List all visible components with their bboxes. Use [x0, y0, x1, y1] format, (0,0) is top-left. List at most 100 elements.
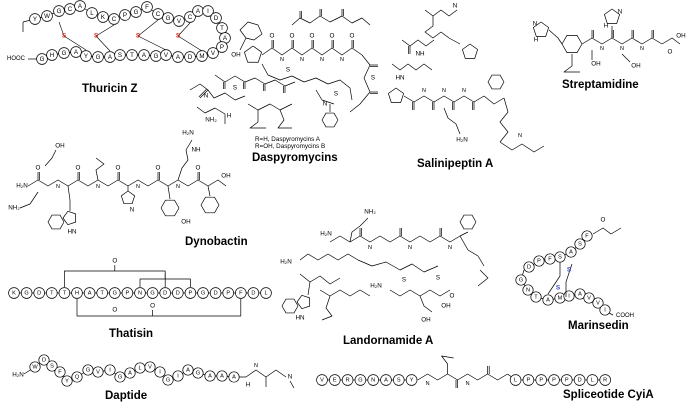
- residue-letter: L: [264, 290, 267, 296]
- residue-letter: F: [548, 256, 552, 262]
- asparagine-amine: H₂N: [280, 259, 292, 266]
- residue-bead: S: [574, 238, 586, 250]
- bond: [67, 185, 71, 211]
- residue-letter: S: [558, 254, 562, 260]
- n-terminus-amine: NH₂: [205, 117, 217, 124]
- ring-nitrogen: N: [618, 9, 623, 16]
- amide-amine: NH₂: [8, 205, 20, 212]
- residue-circle: [222, 287, 234, 299]
- residue-bead: G: [92, 51, 104, 63]
- residue-bead: I: [563, 290, 575, 302]
- residue-circle: [61, 375, 73, 387]
- bond-chain: [499, 97, 509, 143]
- guanidine-nh: NH: [191, 147, 201, 154]
- residue-letter: L: [138, 365, 141, 371]
- residue-letter: P: [539, 377, 543, 383]
- residue-letter: G: [150, 290, 154, 296]
- residue-letter: G: [166, 15, 171, 22]
- residue-bead: G: [515, 274, 527, 286]
- residue-bead: D: [172, 287, 184, 299]
- residue-letter: A: [578, 291, 582, 297]
- residue-bead: G: [36, 53, 48, 65]
- bond: [44, 149, 57, 167]
- bond-chain: [315, 89, 335, 105]
- carboxyl-oh: OH: [221, 173, 231, 180]
- sulfur-atom: S: [62, 33, 67, 40]
- bond: [621, 53, 631, 63]
- carbonyl-oxygen: O: [76, 165, 81, 172]
- leucine-chain: [563, 54, 580, 73]
- mid-backbone: [299, 253, 359, 261]
- residue-letter: G: [134, 9, 139, 16]
- residue-letter: M: [558, 295, 563, 301]
- thioether-sulfur: S: [436, 275, 440, 282]
- residue-letter: G: [154, 53, 159, 60]
- ring-nitrogen: N: [533, 21, 538, 28]
- valine-chain: [95, 157, 105, 181]
- residue-circle: [184, 51, 196, 63]
- bond-chain: [299, 273, 341, 285]
- thioether-sulfur: S: [371, 75, 375, 82]
- carboxyl-oxygen: O: [668, 49, 673, 56]
- residue-bead: C: [108, 13, 120, 25]
- residue-bead: P: [121, 287, 134, 299]
- residue-circle: [144, 361, 156, 373]
- residue-circle: [130, 6, 142, 18]
- residue-circle: [71, 371, 83, 383]
- residue-circle: [574, 238, 586, 250]
- residue-letter: I: [109, 367, 111, 373]
- residue-letter: Y: [33, 16, 37, 23]
- residue-circle: [146, 287, 159, 299]
- bond-chain: [499, 141, 545, 153]
- bond-chain: [548, 29, 563, 45]
- residue-bead: L: [134, 362, 146, 374]
- residue-circle: [109, 287, 121, 299]
- indole-benzene: [281, 298, 299, 314]
- amide-nitrogen: N: [340, 57, 344, 63]
- thioether-bridge: [95, 24, 115, 52]
- residue-bead: R: [599, 374, 611, 386]
- glutamine-chain: [443, 107, 461, 135]
- residue-bead: Y: [405, 374, 418, 386]
- residue-circle: [354, 374, 367, 386]
- residue-bead: T: [126, 49, 138, 61]
- imidazole-ring: [120, 190, 136, 205]
- hydroxyl: OH: [55, 143, 65, 150]
- residue-letter: W: [32, 364, 38, 370]
- streptamidine-label: Streptamidine: [562, 79, 639, 91]
- residue-circle: [341, 374, 354, 386]
- residue-letter: V: [587, 295, 591, 301]
- residue-bead: I: [104, 364, 116, 376]
- top-backbone: [329, 235, 461, 243]
- left-chain: [189, 83, 246, 101]
- residue-letter: I: [207, 8, 209, 15]
- residue-circle: [522, 284, 534, 296]
- residue-letter: P: [565, 377, 569, 383]
- residue-circle: [509, 374, 522, 386]
- residue-bead: I: [154, 366, 166, 378]
- residue-letter: I: [604, 307, 606, 313]
- guanidine-nh2: H₂N: [182, 130, 194, 137]
- residue-letter: D: [188, 54, 193, 61]
- residue-letter: D: [214, 15, 219, 22]
- residue-circle: [138, 49, 150, 61]
- residue-bead: A: [192, 5, 204, 17]
- residue-bead: V: [173, 15, 185, 27]
- residue-bead: D: [210, 12, 222, 24]
- residue-bead: M: [196, 50, 208, 62]
- hydroxyl: OH: [231, 52, 241, 59]
- residue-bead: A: [172, 51, 184, 63]
- residue-letter: D: [163, 290, 167, 296]
- residue-bead: W: [41, 10, 53, 22]
- residue-circle: [533, 255, 545, 267]
- residue-bead: P: [548, 374, 560, 386]
- residue-letter: F: [239, 290, 243, 296]
- residue-letter: K: [101, 14, 106, 21]
- residue-letter: A: [88, 290, 92, 296]
- residue-bead: D: [159, 287, 171, 299]
- bond: [307, 281, 311, 296]
- residue-circle: [159, 287, 171, 299]
